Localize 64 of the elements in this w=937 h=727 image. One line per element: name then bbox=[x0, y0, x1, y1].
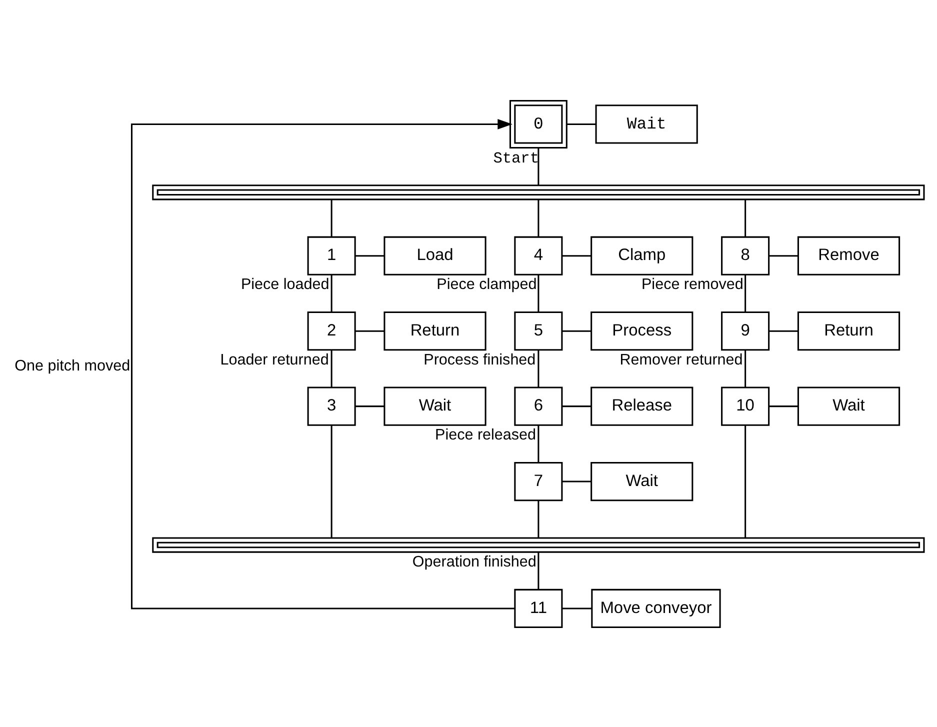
connector bbox=[538, 274, 540, 312]
connector bbox=[538, 199, 540, 236]
node-box: Clamp bbox=[590, 236, 694, 275]
connector bbox=[538, 350, 540, 387]
node-box: 7 bbox=[514, 461, 563, 501]
connector bbox=[562, 607, 592, 609]
connector bbox=[330, 199, 332, 236]
connector bbox=[538, 552, 540, 589]
connector bbox=[769, 254, 798, 256]
node-box: 5 bbox=[514, 311, 563, 350]
connector bbox=[538, 500, 540, 538]
node-box: 4 bbox=[514, 236, 563, 275]
node-box: 8 bbox=[721, 236, 770, 275]
node-box: Move conveyor bbox=[591, 588, 721, 628]
connector bbox=[330, 425, 332, 538]
connector bbox=[356, 330, 384, 332]
node-box: 9 bbox=[721, 311, 770, 350]
node-box: Return bbox=[797, 311, 900, 350]
node-box: 11 bbox=[514, 588, 563, 628]
edge-label: Start bbox=[493, 148, 540, 167]
connector bbox=[562, 254, 592, 256]
node-box: Return bbox=[384, 311, 486, 350]
connector bbox=[562, 480, 592, 482]
node-box: Release bbox=[590, 386, 694, 426]
connector bbox=[330, 274, 332, 312]
node-bar bbox=[152, 184, 925, 200]
connector bbox=[744, 350, 746, 387]
connector bbox=[562, 405, 592, 407]
edge-label: Loader returned bbox=[220, 350, 329, 368]
connector bbox=[744, 199, 746, 236]
node-box: 0 bbox=[509, 99, 568, 148]
node-box: 1 bbox=[307, 236, 356, 275]
edge-label: One pitch moved bbox=[14, 356, 130, 374]
connector bbox=[356, 405, 384, 407]
connector bbox=[566, 122, 596, 124]
node-box: Wait bbox=[797, 386, 900, 426]
connector bbox=[356, 254, 384, 256]
connector bbox=[744, 274, 746, 312]
node-box: Remove bbox=[797, 236, 900, 275]
edge-label: Piece loaded bbox=[240, 276, 330, 293]
edge-label: Operation finished bbox=[412, 553, 536, 570]
edge-label: Piece removed bbox=[642, 276, 744, 293]
connector bbox=[769, 405, 798, 407]
connector bbox=[744, 425, 746, 538]
connector bbox=[538, 148, 540, 185]
connector bbox=[562, 330, 592, 332]
node-box: Wait bbox=[595, 104, 698, 144]
edge-label: Process finished bbox=[424, 350, 536, 368]
node-box: 3 bbox=[307, 386, 356, 426]
connector bbox=[769, 330, 798, 332]
edge-label: Remover returned bbox=[620, 350, 743, 368]
connector bbox=[330, 350, 332, 387]
node-box: Process bbox=[590, 311, 694, 350]
node-box: Load bbox=[384, 236, 486, 275]
node-box: 6 bbox=[514, 386, 563, 426]
node-box: 2 bbox=[307, 311, 356, 350]
node-box: 10 bbox=[721, 386, 770, 426]
connector bbox=[538, 424, 540, 462]
node-box: Wait bbox=[384, 386, 486, 426]
edge-label: Piece released bbox=[435, 426, 536, 444]
edge-label: Piece clamped bbox=[436, 276, 537, 293]
arrow bbox=[130, 118, 515, 609]
node-bar bbox=[152, 536, 925, 552]
node-box: Wait bbox=[590, 461, 694, 501]
